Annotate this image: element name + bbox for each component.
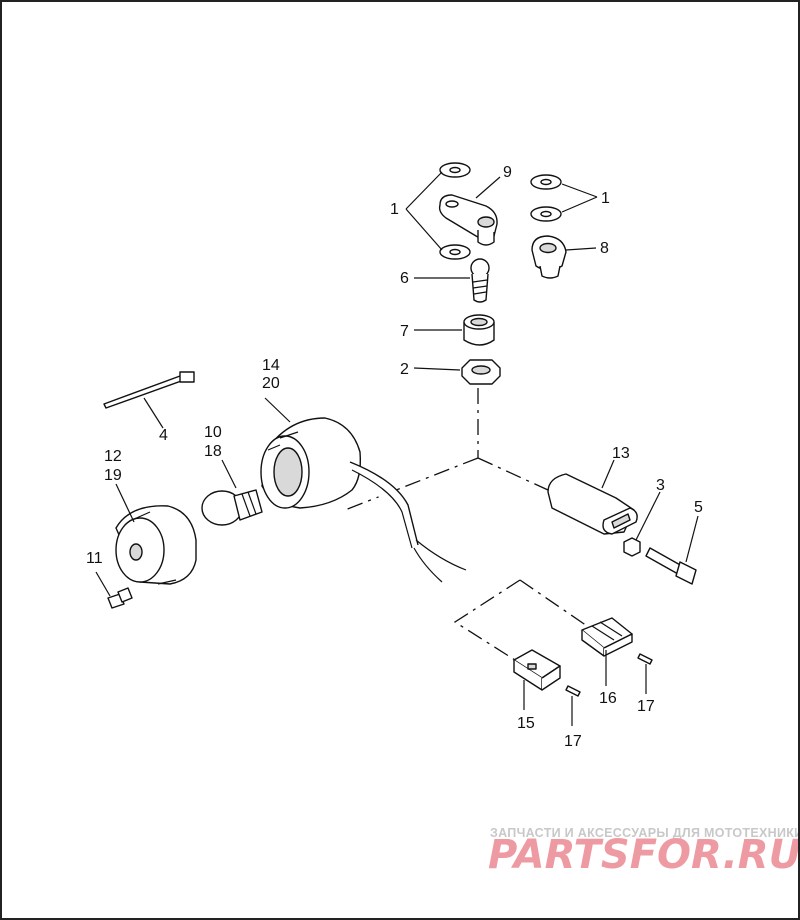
label-18: 18 bbox=[204, 443, 222, 460]
label-7: 7 bbox=[400, 323, 409, 340]
small-bracket-part bbox=[531, 235, 567, 279]
pin-housing-part bbox=[513, 649, 561, 691]
label-8: 8 bbox=[600, 240, 609, 257]
boot-part bbox=[547, 473, 638, 535]
bushing-part bbox=[463, 314, 495, 346]
label-10: 10 bbox=[204, 424, 222, 441]
label-4: 4 bbox=[159, 427, 168, 444]
leader-lines bbox=[95, 171, 699, 726]
label-16: 16 bbox=[599, 690, 617, 707]
lens-part bbox=[115, 505, 197, 585]
label-11: 11 bbox=[86, 550, 103, 567]
bolt-part bbox=[645, 547, 697, 585]
label-17-left: 17 bbox=[564, 733, 582, 750]
label-20: 20 bbox=[262, 375, 280, 392]
wire-leads bbox=[349, 461, 467, 583]
callout-labels: 1 1 9 8 6 7 2 14 20 4 10 18 12 19 13 3 5… bbox=[86, 164, 703, 750]
label-5: 5 bbox=[694, 499, 703, 516]
watermark-logo: PARTSFOR.RU bbox=[488, 832, 798, 878]
stud-part bbox=[470, 258, 490, 303]
label-2: 2 bbox=[400, 361, 409, 378]
label-13: 13 bbox=[612, 445, 630, 462]
assembly-centerlines bbox=[344, 388, 591, 661]
bulb-part bbox=[201, 489, 263, 526]
label-14: 14 bbox=[262, 357, 280, 374]
label-9: 9 bbox=[503, 164, 512, 181]
mounting-bracket-part bbox=[438, 194, 498, 246]
watermark: ЗАПЧАСТИ И АКСЕССУАРЫ ДЛЯ МОТОТЕХНИКИ PA… bbox=[488, 826, 798, 878]
label-1-left: 1 bbox=[390, 201, 399, 218]
watermark-tagline: ЗАПЧАСТИ И АКСЕССУАРЫ ДЛЯ МОТОТЕХНИКИ bbox=[490, 826, 798, 840]
label-3: 3 bbox=[656, 477, 665, 494]
label-19: 19 bbox=[104, 467, 122, 484]
label-15: 15 bbox=[517, 715, 535, 732]
small-nut-part bbox=[623, 537, 641, 557]
lock-washer-part bbox=[439, 162, 562, 260]
signal-housing-part bbox=[260, 417, 362, 509]
screw-part bbox=[107, 587, 133, 609]
label-6: 6 bbox=[400, 270, 409, 287]
hex-nut-part bbox=[461, 359, 501, 385]
label-1-right: 1 bbox=[601, 190, 610, 207]
terminal-part bbox=[565, 653, 653, 697]
label-17-right: 17 bbox=[637, 698, 655, 715]
label-12: 12 bbox=[104, 448, 122, 465]
cable-strap-part bbox=[103, 371, 195, 409]
socket-housing-part bbox=[581, 617, 633, 657]
